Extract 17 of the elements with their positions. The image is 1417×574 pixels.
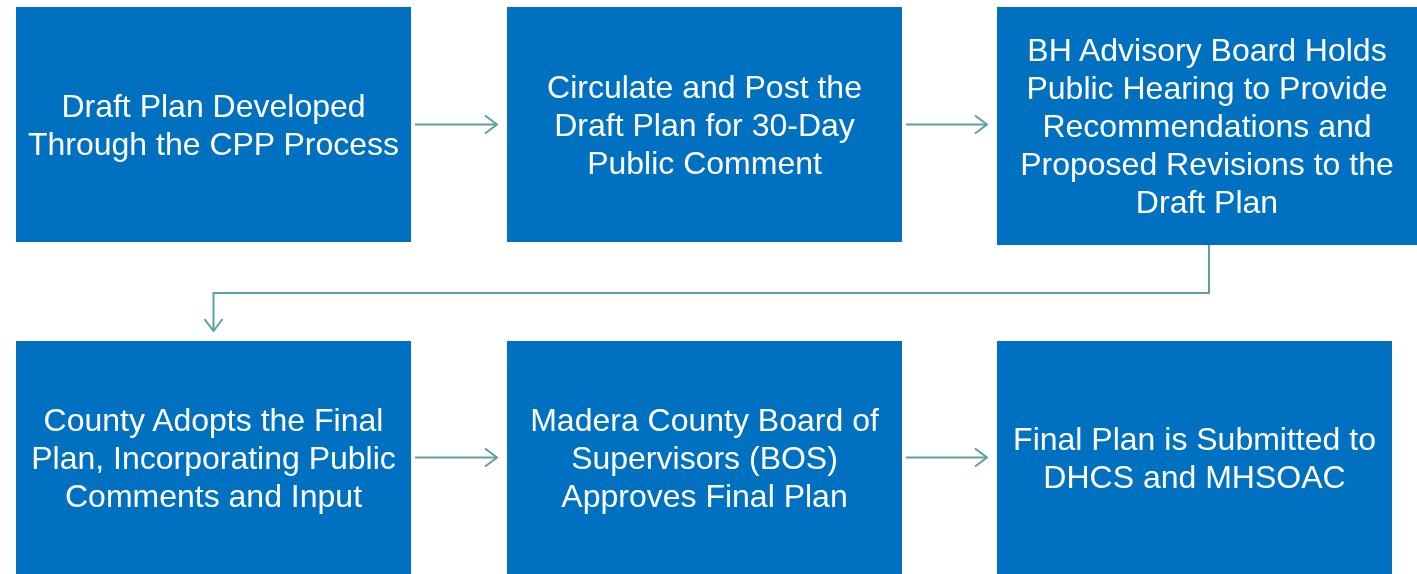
process-box bbox=[997, 341, 1392, 574]
step-text: County Adopts the Final Plan, Incorporating Public Comments and Input bbox=[30, 400, 397, 515]
arrow bbox=[905, 447, 988, 468]
step-text: Final Plan is Submitted to DHCS and MHSOAC bbox=[1012, 419, 1377, 496]
process-box bbox=[507, 7, 902, 242]
arrow bbox=[414, 447, 498, 468]
arrow bbox=[905, 114, 988, 135]
step-text: BH Advisory Board Holds Public Hearing to Provide Recommendations and Proposed Revisions to the Draft Plan bbox=[1019, 31, 1395, 221]
step-text: Madera County Board of Supervisors (BOS) Approves Final Plan bbox=[529, 400, 880, 515]
process-box bbox=[16, 341, 411, 574]
arrow bbox=[203, 244, 1210, 332]
process-box bbox=[507, 341, 902, 574]
step-text: Circulate and Post the Draft Plan for 30-Day Public Comment bbox=[546, 67, 863, 182]
process-box bbox=[16, 7, 411, 242]
step-text: Draft Plan Developed Through the CPP Process bbox=[26, 86, 401, 163]
arrow bbox=[414, 114, 498, 135]
process-box bbox=[997, 7, 1417, 245]
